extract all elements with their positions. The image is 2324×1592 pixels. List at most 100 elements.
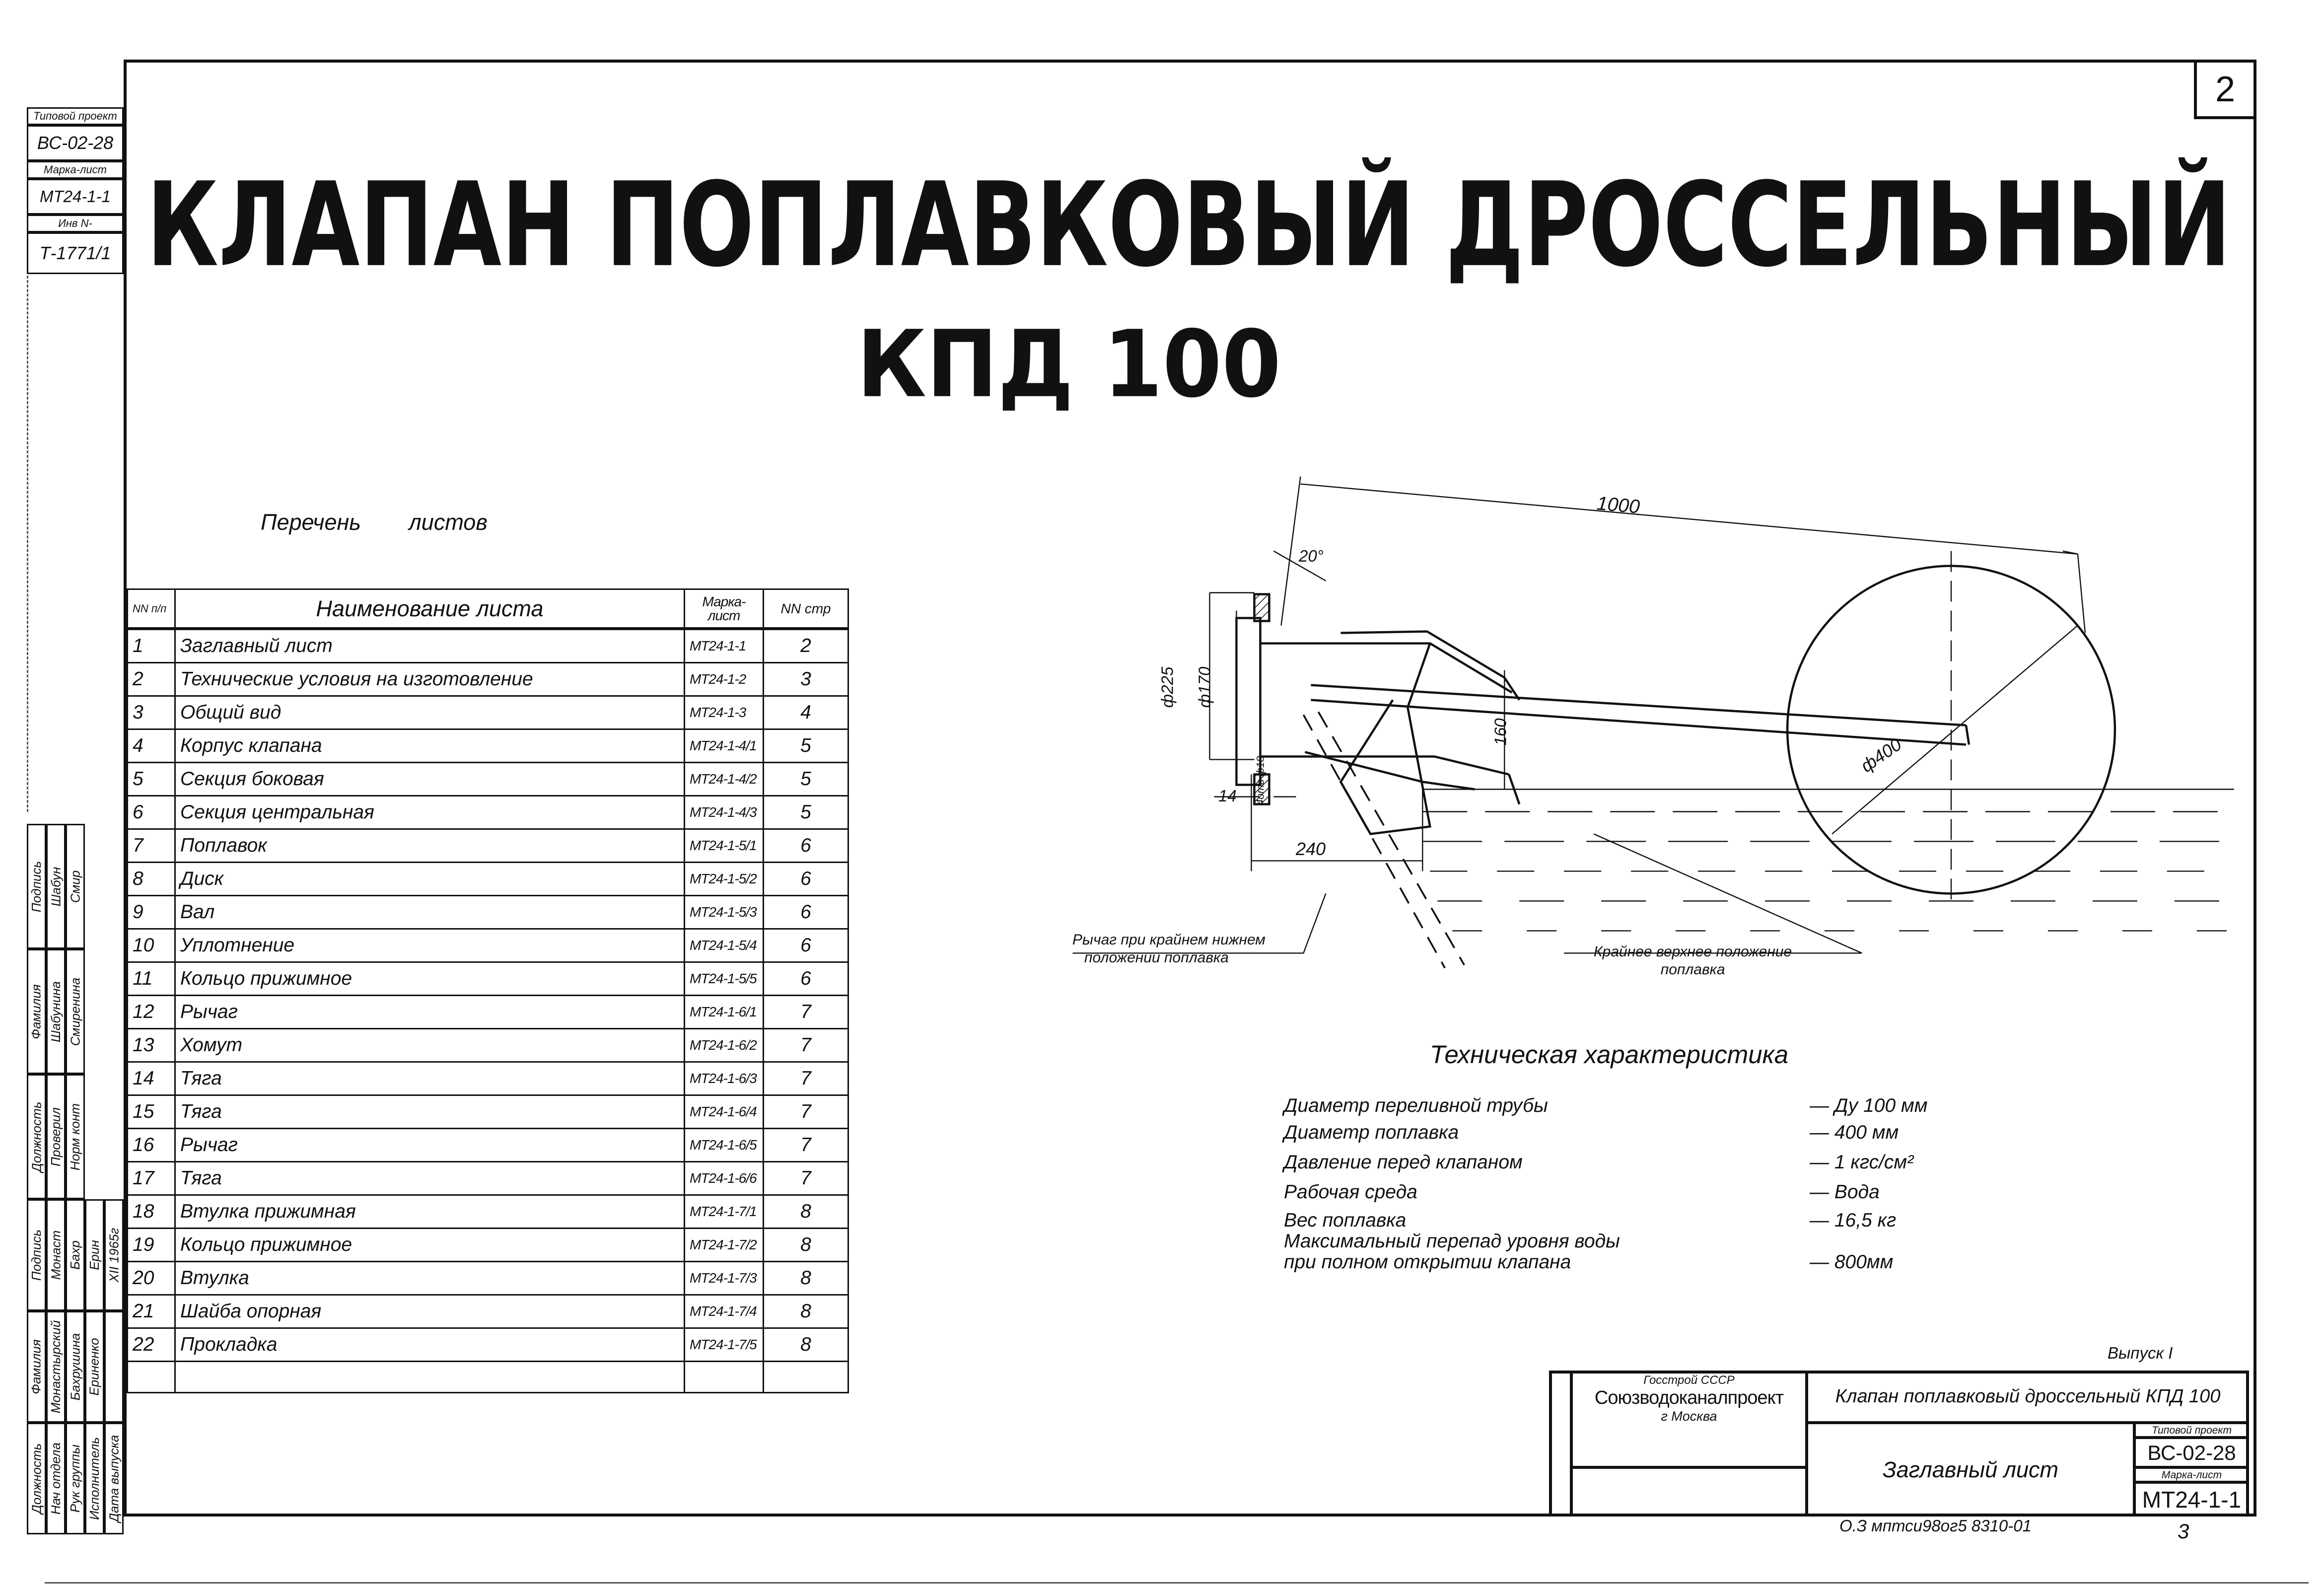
lever-lower-position — [1302, 711, 1465, 969]
org-city: г Москва — [1661, 1409, 1717, 1424]
row-page: 8 — [763, 1194, 849, 1229]
tb-mark-label: Марка-лист — [2134, 1467, 2249, 1482]
issue-label: Выпуск I — [2108, 1344, 2173, 1362]
specs-title: Техническая характеристика — [1430, 1040, 1789, 1069]
row-page: 7 — [763, 1161, 849, 1196]
inv-label: Инв N- — [27, 215, 124, 232]
sheet-number: 2 — [2215, 70, 2236, 109]
row-page: 2 — [763, 628, 849, 663]
project-label: Типовой проект — [27, 107, 124, 125]
side-stamp-cell: Ериненко — [85, 1311, 104, 1423]
side-stamp-text: Рук группы — [68, 1444, 83, 1513]
spec-label: Максимальный перепад уровня воды — [1284, 1230, 1620, 1252]
side-stamp-text: Должность — [29, 1443, 44, 1514]
empty-cell — [763, 1361, 849, 1393]
table-header: NN п/п Наименование листа Марка-лист NN … — [127, 588, 849, 630]
row-mark: МТ24-1-2 — [684, 662, 764, 697]
side-stamp-cell: Шабунина — [46, 949, 66, 1074]
side-stamp-text: Дата выпуска — [106, 1435, 122, 1522]
row-page: 4 — [763, 695, 849, 730]
row-number: 17 — [127, 1161, 176, 1196]
dim-160: 160 — [1491, 718, 1510, 746]
row-number: 10 — [127, 928, 176, 963]
side-stamp-cell: Нач отдела — [46, 1423, 66, 1534]
dim-angle: 20° — [1299, 547, 1324, 565]
note-lever-line1: Рычаг при крайнем нижнем — [1072, 932, 1266, 948]
side-stamp-cell: Должность — [27, 1423, 46, 1534]
sheet-frame — [124, 60, 2256, 1517]
product-cell: Клапан поплавковый дроссельный КПД 100 — [1807, 1371, 2249, 1423]
side-stamp-cell: Должность — [27, 1074, 46, 1199]
valve-outlet — [1339, 699, 1431, 835]
side-stamp-text: Подпись — [29, 861, 44, 912]
note-float-line1: Крайнее верхнее положение — [1594, 943, 1792, 960]
row-mark: МТ24-1-6/3 — [684, 1061, 764, 1096]
row-page: 6 — [763, 961, 849, 996]
side-stamp-text: Подпись — [29, 1229, 44, 1281]
spec-label: при полном открытии клапана — [1284, 1251, 1571, 1273]
footer-code: О.З мптси98ог5 8310-01 — [1839, 1517, 2032, 1535]
note-lever: Рычаг при крайнем нижнем положении попла… — [1072, 931, 1266, 967]
row-mark: МТ24-1-7/1 — [684, 1194, 764, 1229]
row-page: 7 — [763, 1061, 849, 1096]
header-mark: Марка-лист — [684, 588, 764, 630]
side-stamp-text: Нач отдела — [48, 1442, 64, 1515]
row-name: Диск — [174, 862, 685, 896]
side-stamp-text: Шабунина — [48, 981, 64, 1042]
row-name: Секция боковая — [174, 762, 685, 796]
row-number: 19 — [127, 1228, 176, 1262]
row-number: 9 — [127, 895, 176, 930]
side-stamp-text: Шабун — [48, 867, 64, 906]
side-stamp-text: Должность — [29, 1101, 44, 1172]
row-name: Втулка прижимная — [174, 1194, 685, 1229]
spec-value: — Вода — [1810, 1181, 1880, 1203]
row-number: 13 — [127, 1028, 176, 1063]
mark-label: Марка-лист — [27, 161, 124, 179]
org-top: Госстрой СССР — [1643, 1374, 1735, 1387]
side-stamp-text: Смир — [68, 870, 82, 903]
row-page: 7 — [763, 995, 849, 1029]
spec-label: Рабочая среда — [1284, 1181, 1417, 1203]
row-mark: МТ24-1-1 — [684, 628, 764, 663]
dim-d225: ф225 — [1158, 666, 1177, 708]
row-page: 8 — [763, 1261, 849, 1296]
row-page: 6 — [763, 928, 849, 963]
side-stamp-text: Ериненко — [87, 1338, 102, 1396]
dimension-lines — [1072, 476, 2086, 954]
row-mark: МТ24-1-6/4 — [684, 1094, 764, 1129]
spec-label: Давление перед клапаном — [1284, 1152, 1523, 1173]
row-number: 2 — [127, 662, 176, 697]
mark-value: МТ24-1-1 — [27, 179, 124, 215]
row-name: Корпус клапана — [174, 728, 685, 763]
row-page: 5 — [763, 762, 849, 796]
water-surface — [1422, 789, 2234, 932]
row-page: 7 — [763, 1128, 849, 1162]
side-stamp-text: Бахрушина — [68, 1333, 83, 1401]
sheet-name-cell: Заглавный лист — [1807, 1423, 2134, 1517]
spec-value: — 800мм — [1810, 1251, 1894, 1273]
flange — [1235, 593, 1521, 805]
row-name: Шайба опорная — [174, 1294, 685, 1329]
note-float: Крайнее верхнее положение поплавка — [1594, 943, 1792, 979]
tb-project-label: Типовой проект — [2134, 1423, 2249, 1438]
side-stamp-cell: Рук группы — [66, 1423, 85, 1534]
spec-value: — Ду 100 мм — [1810, 1095, 1928, 1116]
row-mark: МТ24-1-3 — [684, 695, 764, 730]
row-number: 16 — [127, 1128, 176, 1162]
org-empty-cell — [1571, 1467, 1807, 1517]
row-mark: МТ24-1-4/1 — [684, 728, 764, 763]
row-name: Тяга — [174, 1161, 685, 1196]
row-number: 20 — [127, 1261, 176, 1296]
title-line1: КЛАПАН ПОПЛАВКОВЫЙ ДРОССЕЛЬНЫЙ — [146, 157, 2231, 293]
row-mark: МТ24-1-5/4 — [684, 928, 764, 963]
